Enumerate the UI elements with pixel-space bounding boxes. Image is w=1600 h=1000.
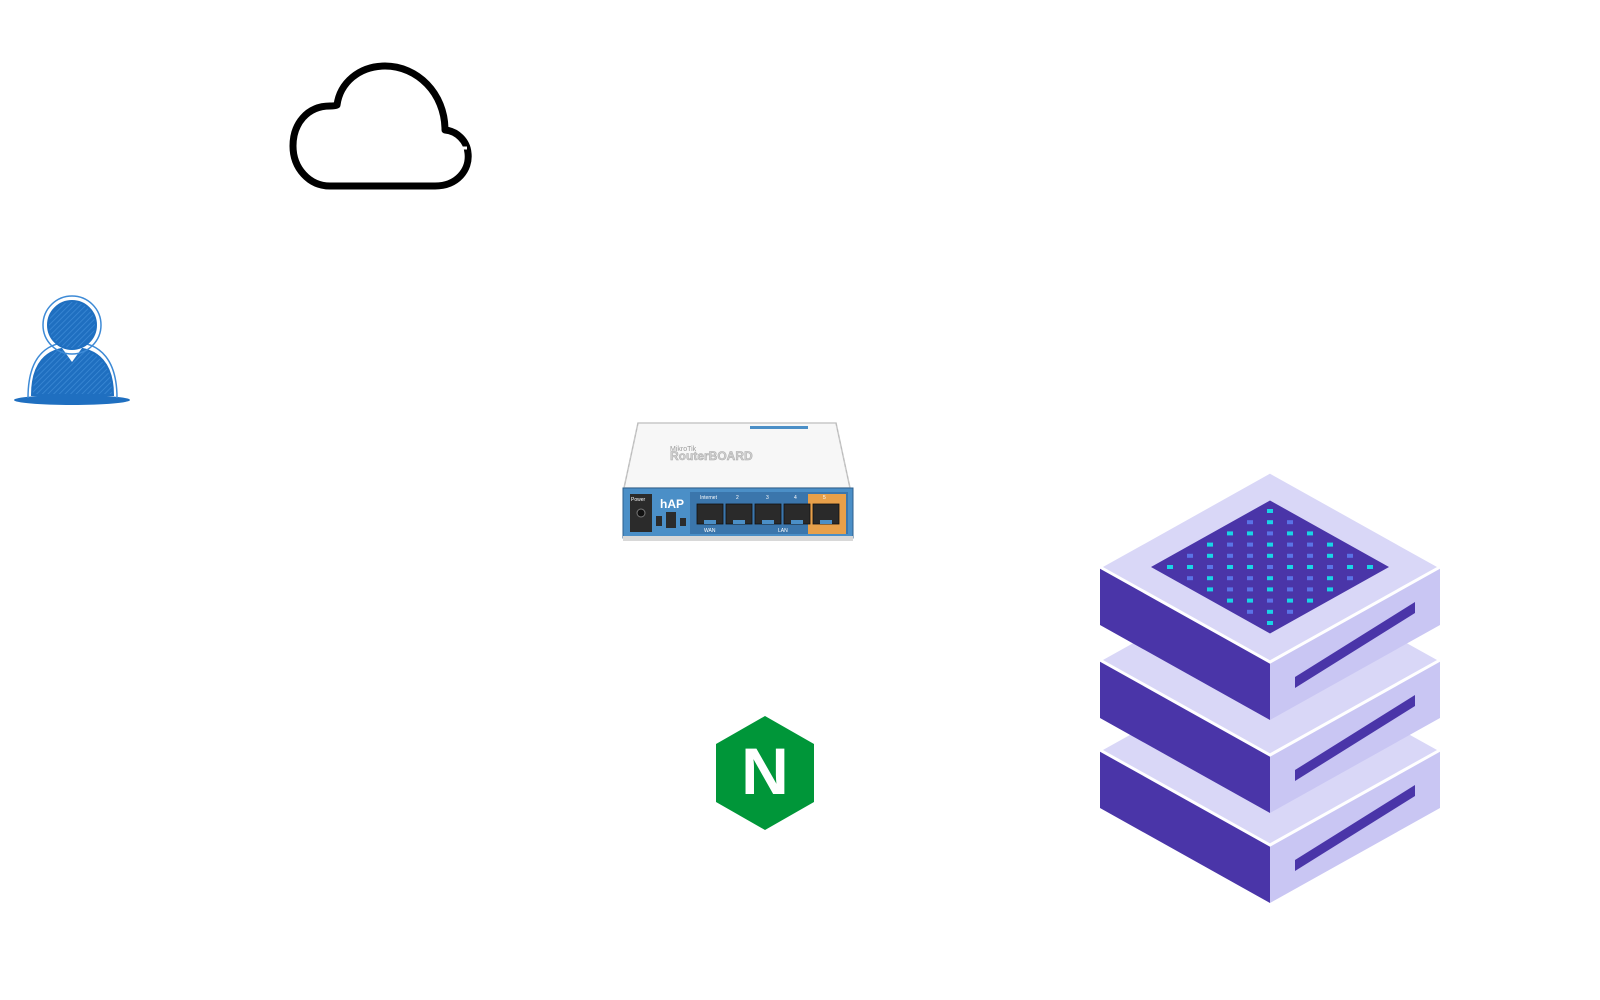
- server-grid-dot: [1267, 509, 1273, 513]
- server-grid-dot: [1287, 565, 1293, 569]
- server-grid-dot: [1207, 576, 1213, 581]
- server-grid-dot: [1267, 598, 1273, 603]
- server-grid-dot: [1287, 542, 1293, 547]
- server-grid-dot: [1327, 565, 1333, 569]
- server-grid-dot: [1227, 598, 1233, 603]
- server-grid-dot: [1227, 576, 1233, 581]
- server-grid-dot: [1307, 553, 1313, 558]
- server-grid-dot: [1247, 531, 1253, 536]
- user-icon: [10, 290, 135, 410]
- server-grid-dot: [1247, 609, 1253, 614]
- router-port-power: Power: [631, 497, 646, 503]
- server-slot: [1295, 695, 1415, 781]
- router-port-5: 5: [823, 495, 826, 501]
- server-grid-dot: [1327, 553, 1333, 558]
- server-grid-dot: [1267, 609, 1273, 614]
- server-grid-dot: [1307, 598, 1313, 603]
- router-icon: MikroTik RouterBOARD Power hAP Internet …: [618, 418, 858, 543]
- server-grid-dot: [1247, 520, 1253, 525]
- server-grid-dot: [1187, 576, 1193, 581]
- router-model: hAP: [660, 497, 684, 511]
- server-grid-dot: [1267, 520, 1273, 525]
- server-side-left: [1100, 750, 1270, 903]
- server-grid-dot: [1327, 576, 1333, 581]
- server-grid-dot: [1247, 565, 1253, 569]
- server-grid-dot: [1267, 621, 1273, 625]
- server-slot: [1295, 785, 1415, 871]
- server-grid-dot: [1227, 531, 1233, 536]
- server-grid-dot: [1367, 565, 1373, 569]
- server-side-left: [1100, 660, 1270, 813]
- server-grid-dot: [1247, 542, 1253, 547]
- server-side-left: [1100, 567, 1270, 720]
- router-port-1: Internet: [700, 495, 718, 501]
- server-grid-dot: [1227, 553, 1233, 558]
- server-grid-dot: [1207, 542, 1213, 547]
- server-grid-dot: [1267, 587, 1273, 592]
- server-grid-dot: [1327, 587, 1333, 592]
- server-grid-dot: [1267, 531, 1273, 536]
- router-brand-small: MikroTik: [670, 446, 697, 453]
- server-grid-dot: [1287, 609, 1293, 614]
- router-port-4: 4: [794, 495, 797, 501]
- server-grid-dot: [1207, 565, 1213, 569]
- server-grid-dot: [1287, 587, 1293, 592]
- server-grid-dot: [1167, 565, 1173, 569]
- router-port-2: 2: [736, 495, 739, 501]
- server-grid-dot: [1227, 542, 1233, 547]
- server-grid-dot: [1267, 553, 1273, 558]
- server-grid-dot: [1247, 587, 1253, 592]
- server-grid-dot: [1307, 576, 1313, 581]
- server-grid-dot: [1287, 598, 1293, 603]
- server-grid-dot: [1347, 553, 1353, 558]
- server-grid-dot: [1327, 542, 1333, 547]
- server-grid-dot: [1307, 542, 1313, 547]
- server-grid-dot: [1267, 576, 1273, 581]
- server-grid-dot: [1207, 587, 1213, 592]
- router-label-wan: WAN: [704, 528, 716, 534]
- server-grid-dot: [1227, 565, 1233, 569]
- server-slot: [1295, 602, 1415, 688]
- server-grid-dot: [1287, 576, 1293, 581]
- server-grid-dot: [1227, 587, 1233, 592]
- router-brand: RouterBOARD: [670, 449, 753, 463]
- server-grid-dot: [1207, 553, 1213, 558]
- router-label-lan: LAN: [778, 528, 788, 534]
- router-port-3: 3: [766, 495, 769, 501]
- server-grid-dot: [1247, 598, 1253, 603]
- cloud-icon: [285, 58, 475, 198]
- server-grid-dot: [1247, 576, 1253, 581]
- server-grid-dot: [1287, 553, 1293, 558]
- nginx-letter: N: [741, 734, 789, 808]
- server-grid-dot: [1267, 565, 1273, 569]
- nginx-icon: N: [712, 714, 818, 832]
- server-grid-dot: [1287, 520, 1293, 525]
- server-grid-dot: [1187, 565, 1193, 569]
- server-grid-dot: [1247, 553, 1253, 558]
- server-stack-icon: [1095, 470, 1445, 915]
- server-grid-dot: [1307, 565, 1313, 569]
- server-grid-dot: [1307, 531, 1313, 536]
- server-grid-dot: [1287, 531, 1293, 536]
- server-grid-dot: [1347, 576, 1353, 581]
- server-grid-dot: [1187, 553, 1193, 558]
- server-grid-dot: [1307, 587, 1313, 592]
- server-grid-dot: [1267, 542, 1273, 547]
- server-grid-dot: [1347, 565, 1353, 569]
